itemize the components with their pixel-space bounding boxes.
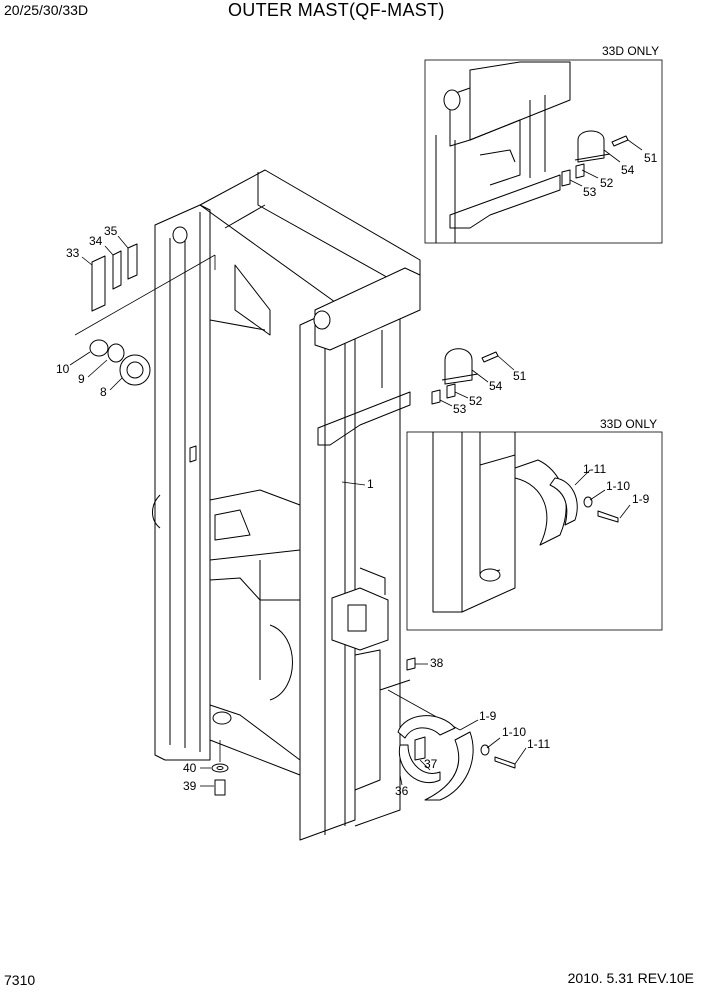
callout-40: 40 (183, 761, 197, 775)
callout-37: 37 (424, 757, 438, 771)
callout-1-10-detail: 1-10 (606, 479, 630, 493)
callout-53: 53 (453, 402, 467, 416)
page-title: OUTER MAST(QF-MAST) (228, 0, 445, 20)
callout-39: 39 (183, 779, 197, 793)
callout-9: 9 (78, 372, 85, 386)
callout-35: 35 (104, 224, 118, 238)
detail-box-top: 33D ONLY (424, 44, 663, 244)
callout-53-detail: 53 (583, 185, 597, 199)
detail-mid-label: 33D ONLY (600, 417, 657, 431)
lower-fasteners (200, 740, 229, 796)
callout-1-9: 1-9 (479, 709, 497, 723)
callout-54: 54 (489, 379, 503, 393)
model-code: 20/25/30/33D (4, 2, 89, 18)
callout-33: 33 (66, 246, 80, 260)
callout-34: 34 (89, 234, 103, 248)
callout-1-11-detail: 1-11 (583, 462, 606, 476)
callout-10: 10 (56, 362, 70, 376)
callout-54-detail: 54 (621, 163, 635, 177)
bearing-hardware (387, 657, 527, 801)
left-hardware-group (69, 235, 216, 391)
callout-51-detail: 51 (644, 151, 658, 165)
revision-date: 2010. 5.31 REV.10E (567, 970, 694, 986)
callout-8: 8 (100, 385, 107, 399)
detail-top-label: 33D ONLY (602, 44, 659, 58)
callout-36: 36 (395, 784, 409, 798)
callout-51: 51 (513, 369, 527, 383)
callout-1-11: 1-11 (527, 737, 550, 751)
callout-52: 52 (469, 394, 483, 408)
callout-1: 1 (367, 477, 374, 491)
callout-52-detail: 52 (600, 176, 614, 190)
outer-mast-assembly (152, 169, 421, 841)
page-number: 7310 (4, 972, 36, 988)
hanger-clamp-hardware (431, 348, 515, 407)
callout-1-10: 1-10 (502, 725, 526, 739)
detail-box-mid: 33D ONLY (406, 417, 663, 631)
callout-38: 38 (430, 656, 444, 670)
callout-1-9-detail: 1-9 (632, 492, 650, 506)
